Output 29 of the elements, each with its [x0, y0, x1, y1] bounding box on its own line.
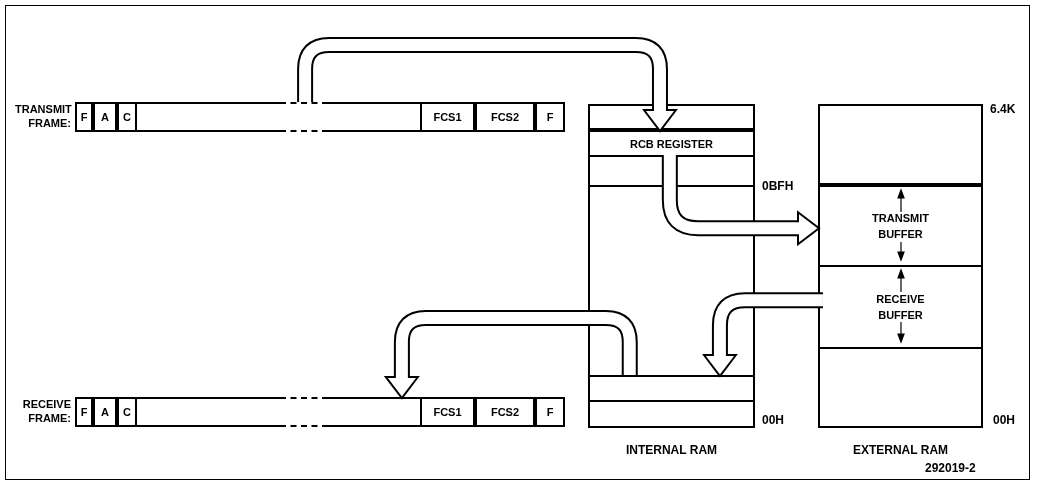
memory-slot: [588, 375, 755, 402]
frame-label: TRANSMIT FRAME:: [15, 102, 71, 130]
address-label: 00H: [762, 412, 784, 429]
frame-field: A: [93, 102, 117, 132]
hollow-arrow: [384, 310, 638, 399]
data-field: [137, 102, 420, 132]
frame-label: RECEIVE FRAME:: [21, 397, 71, 425]
memory-label: INTERNAL RAM: [624, 442, 719, 459]
figure-number: 292019-2: [925, 460, 976, 477]
hollow-arrow: [661, 155, 820, 246]
address-label: 0BFH: [762, 178, 794, 195]
frame-field: A: [93, 397, 117, 427]
address-label: 00H: [993, 412, 1015, 429]
data-field: [137, 397, 420, 427]
frame-field: F: [535, 102, 565, 132]
frame-field: FCS2: [475, 102, 535, 132]
frame-field: F: [535, 397, 565, 427]
frame-field: FCS2: [475, 397, 535, 427]
memory-label: EXTERNAL RAM: [851, 442, 950, 459]
memory-region: RCB REGISTER: [588, 130, 755, 157]
hollow-arrow: [702, 292, 823, 377]
frame-field: FCS1: [420, 397, 475, 427]
frame-field: F: [75, 102, 93, 132]
frame-field: C: [117, 102, 137, 132]
hollow-arrow: [297, 37, 677, 132]
frame-field: FCS1: [420, 102, 475, 132]
frame-field: C: [117, 397, 137, 427]
frame-field: F: [75, 397, 93, 427]
address-label: 6.4K: [990, 101, 1016, 118]
